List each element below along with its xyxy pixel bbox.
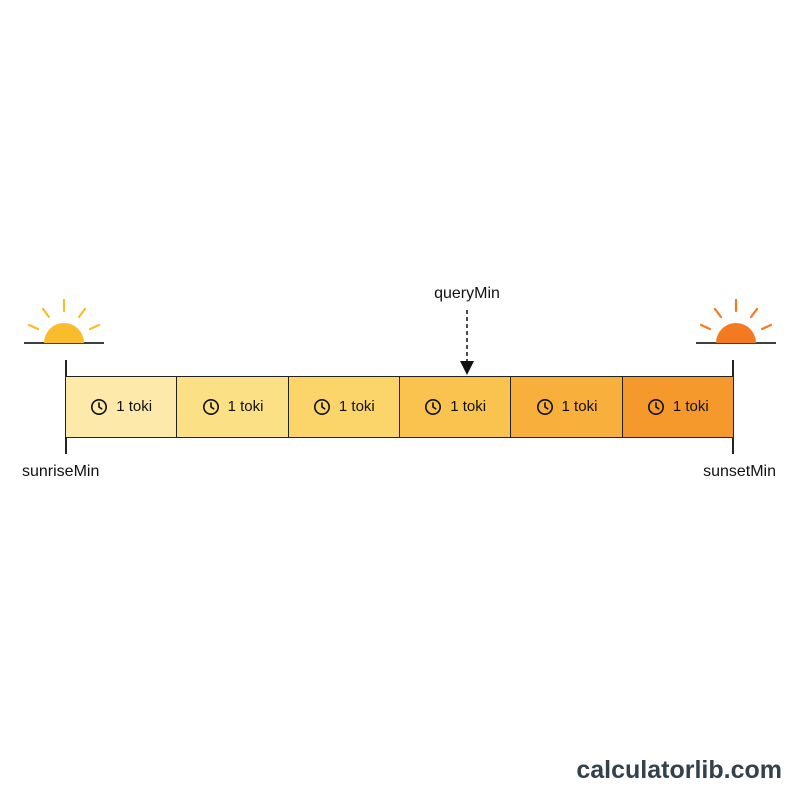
clock-icon (425, 398, 442, 416)
time-segment-2: 1 toki (177, 377, 289, 437)
sunset-rays (699, 298, 773, 331)
time-segment-6: 1 toki (622, 377, 733, 437)
sunset-icon (696, 298, 776, 344)
time-segment-4: 1 toki (399, 377, 512, 437)
clock-icon (536, 398, 553, 416)
down-arrow-icon (460, 310, 474, 375)
sunrise-rays (27, 298, 101, 331)
segment-label: 1 toki (116, 398, 153, 415)
clock-icon (647, 398, 664, 416)
segment-label: 1 toki (561, 398, 598, 415)
segment-label: 1 toki (450, 398, 487, 415)
query-arrow-head (460, 361, 474, 375)
time-segment-1: 1 toki (66, 377, 178, 437)
sunrise-sun (44, 323, 84, 343)
clock-icon (313, 398, 330, 416)
clock-icon (202, 398, 219, 416)
sunset-label: sunsetMin (703, 463, 776, 480)
segment-label: 1 toki (672, 398, 709, 415)
query-label: queryMin (434, 285, 500, 302)
sunrise-icon (24, 298, 104, 344)
time-segment-3: 1 toki (288, 377, 400, 437)
sunrise-label: sunriseMin (22, 463, 100, 480)
sunset-sun (716, 323, 756, 343)
segment-label: 1 toki (227, 398, 264, 415)
timeline-track: 1 toki 1 toki 1 toki 1 toki 1 toki 1 toki (66, 376, 733, 438)
clock-icon (91, 398, 108, 416)
brand-logo: calculatorlib.com (576, 756, 782, 784)
time-segment-5: 1 toki (511, 377, 623, 437)
segment-label: 1 toki (338, 398, 375, 415)
